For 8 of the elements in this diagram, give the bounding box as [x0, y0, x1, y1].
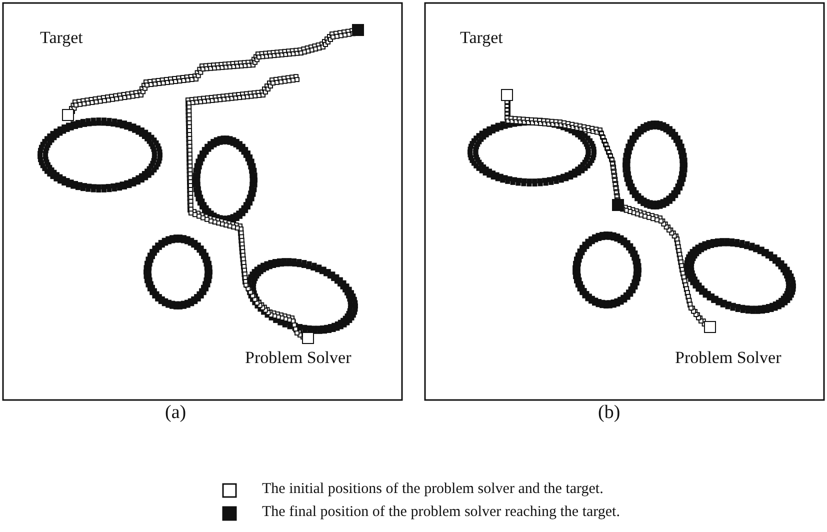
- annotation-label: Target: [40, 28, 83, 48]
- panel-label: (b): [598, 402, 620, 424]
- annotation-label: Problem Solver: [675, 348, 782, 368]
- legend-text: The initial positions of the problem solver and the target.: [262, 481, 604, 498]
- panel-label: (a): [165, 402, 186, 424]
- annotation-label: Target: [460, 28, 503, 48]
- annotation-label: Problem Solver: [245, 348, 352, 368]
- legend-text: The final position of the problem solver reaching the target.: [262, 504, 620, 521]
